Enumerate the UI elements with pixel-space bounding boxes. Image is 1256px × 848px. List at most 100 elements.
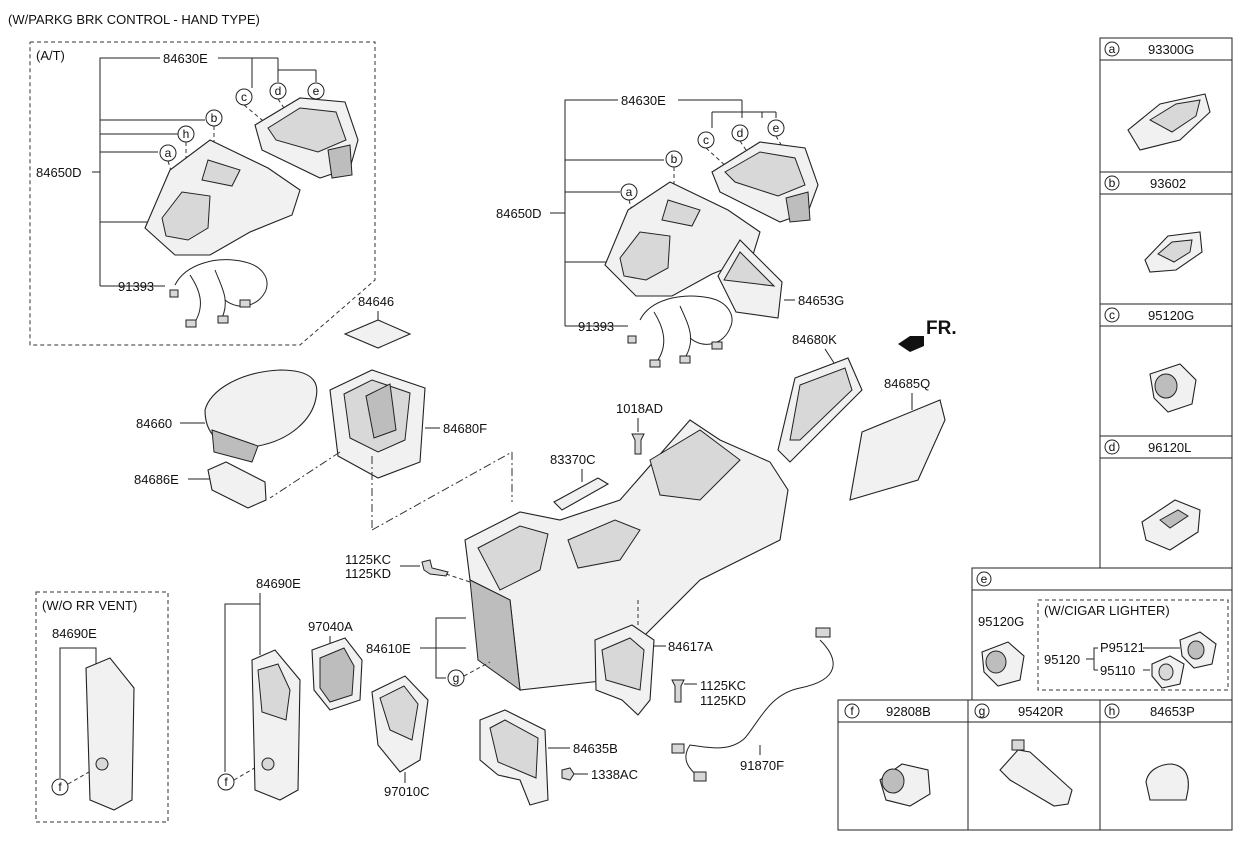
front-direction-indicator: FR. xyxy=(898,318,957,352)
part-label-1018AD: 1018AD xyxy=(616,401,663,416)
nut-1338AC xyxy=(561,767,575,781)
wo-rr-vent-group: (W/O RR VENT) 84690E f xyxy=(35,591,169,823)
part-label-97010C: 97010C xyxy=(384,784,430,799)
callout-b-2: b xyxy=(671,152,678,166)
duct-97010C xyxy=(371,675,429,773)
main-console-group: 1018AD 83370C 1125KC 1125KD 84610E g xyxy=(345,401,834,806)
callout-a: a xyxy=(165,146,172,160)
callout-e-2: e xyxy=(773,121,780,135)
cap-84653P xyxy=(1145,763,1189,801)
legend-part-96120L: 96120L xyxy=(1148,440,1191,455)
fr-label: FR. xyxy=(926,318,957,339)
legend-part-95420R: 95420R xyxy=(1018,704,1064,719)
legend-part-93300G: 93300G xyxy=(1148,42,1194,57)
side-panels-group: 84680K 84685Q xyxy=(777,332,946,501)
legend-letter-b: b xyxy=(1109,176,1116,190)
center-upper-group: 84630E 84650D 91393 c d e b a xyxy=(496,93,844,368)
callout-f-2: f xyxy=(224,775,228,789)
bracket-84617A xyxy=(594,624,655,716)
callout-d-2: d xyxy=(737,126,744,140)
callout-e: e xyxy=(313,84,320,98)
legend-row-fgh: f 92808B g 95420R h 84653P xyxy=(837,699,1233,831)
harness-91393-at xyxy=(169,259,268,328)
armrest-group: 84646 84660 84686E 84680F xyxy=(134,294,513,531)
part-label-91870F: 91870F xyxy=(740,758,784,773)
part-label-91393-2: 91393 xyxy=(578,319,614,334)
panel-84685Q xyxy=(849,399,946,501)
part-label-1125KD: 1125KD xyxy=(345,566,391,581)
part-label-84646: 84646 xyxy=(358,294,394,309)
diagram-header: (W/PARKG BRK CONTROL - HAND TYPE) xyxy=(8,12,260,27)
storage-box-84680F xyxy=(329,369,426,479)
legend-cell-d: d 96120L xyxy=(1104,439,1201,551)
cover-84650D-at xyxy=(144,139,301,256)
part-label-84630E-2: 84630E xyxy=(621,93,666,108)
trim-84690E-plain xyxy=(85,657,135,811)
at-group-label: (A/T) xyxy=(36,48,65,63)
part-label-1125KC: 1125KC xyxy=(345,552,391,567)
callout-c-2: c xyxy=(703,133,709,147)
part-label-84650D: 84650D xyxy=(36,165,82,180)
legend-part-95120G-e: 95120G xyxy=(978,614,1024,629)
part-label-84680F: 84680F xyxy=(443,421,487,436)
bin-84653G xyxy=(717,239,783,319)
legend-cell-e: e 95120G (W/CIGAR LIGHTER) 95120 P95121 … xyxy=(971,567,1233,701)
tray-84630E-center xyxy=(711,141,819,223)
legend-part-92808B: 92808B xyxy=(886,704,931,719)
callout-g: g xyxy=(453,671,460,685)
legend-part-P95121: P95121 xyxy=(1100,640,1145,655)
console-body-84610E xyxy=(464,419,789,692)
part-label-84690E: 84690E xyxy=(52,626,97,641)
part-label-84686E: 84686E xyxy=(134,472,179,487)
screw-1018AD xyxy=(631,433,645,455)
vent-97040A xyxy=(311,637,363,711)
part-label-97040A: 97040A xyxy=(308,619,353,634)
legend-part-95120: 95120 xyxy=(1044,652,1080,667)
tray-84630E-at xyxy=(254,97,359,179)
legend-letter-f: f xyxy=(850,704,854,718)
callout-f: f xyxy=(58,780,62,794)
callout-a-2: a xyxy=(626,185,633,199)
part-label-84680K: 84680K xyxy=(792,332,837,347)
legend-cell-h: h 84653P xyxy=(1104,703,1195,801)
part-label-83370C: 83370C xyxy=(550,452,596,467)
wo-rr-vent-label: (W/O RR VENT) xyxy=(42,598,137,613)
legend-part-95110: 95110 xyxy=(1100,663,1135,678)
legend-letter-c: c xyxy=(1109,308,1115,322)
part-label-84630E: 84630E xyxy=(163,51,208,66)
legend-letter-h: h xyxy=(1109,704,1116,718)
legend-letter-e: e xyxy=(981,572,988,586)
legend-letter-d: d xyxy=(1109,440,1116,454)
callout-c: c xyxy=(241,90,247,104)
bracket-84635B xyxy=(479,709,549,806)
bracket-95420R xyxy=(999,749,1073,807)
screw-1125KC xyxy=(421,559,449,577)
legend-part-93602: 93602 xyxy=(1150,176,1186,191)
at-group: (A/T) 84630E 84650D 91393 c d e b h a xyxy=(29,41,376,346)
legend-letter-g: g xyxy=(979,704,986,718)
part-label-91393: 91393 xyxy=(118,279,154,294)
screw-1125KC-2 xyxy=(671,679,685,703)
trim-84690E-vent xyxy=(251,649,301,801)
legend-column: a 93300G b 93602 c 95120G d 96120L xyxy=(1099,37,1233,569)
part-label-84635B: 84635B xyxy=(573,741,618,756)
part-label-84660: 84660 xyxy=(136,416,172,431)
callout-h: h xyxy=(183,127,190,141)
part-label-84610E: 84610E xyxy=(366,641,411,656)
callout-b: b xyxy=(211,111,218,125)
legend-cell-b: b 93602 xyxy=(1104,175,1203,273)
w-cigar-lighter-label: (W/CIGAR LIGHTER) xyxy=(1044,603,1170,618)
legend-cell-a: a 93300G xyxy=(1104,41,1211,151)
bracket-84686E xyxy=(207,461,267,509)
part-label-1125KD-2: 1125KD xyxy=(700,693,746,708)
vent-trim-group: 84690E f 97040A 97010C xyxy=(217,576,430,801)
panel-84680K xyxy=(777,357,863,463)
legend-cell-g: g 95420R xyxy=(974,703,1073,807)
legend-cell-c: c 95120G xyxy=(1104,307,1197,413)
pad-84646 xyxy=(343,319,412,349)
legend-part-95120G: 95120G xyxy=(1148,308,1194,323)
cover-84650D-center xyxy=(604,181,761,297)
legend-cell-f: f 92808B xyxy=(844,703,931,807)
callout-d: d xyxy=(275,84,282,98)
